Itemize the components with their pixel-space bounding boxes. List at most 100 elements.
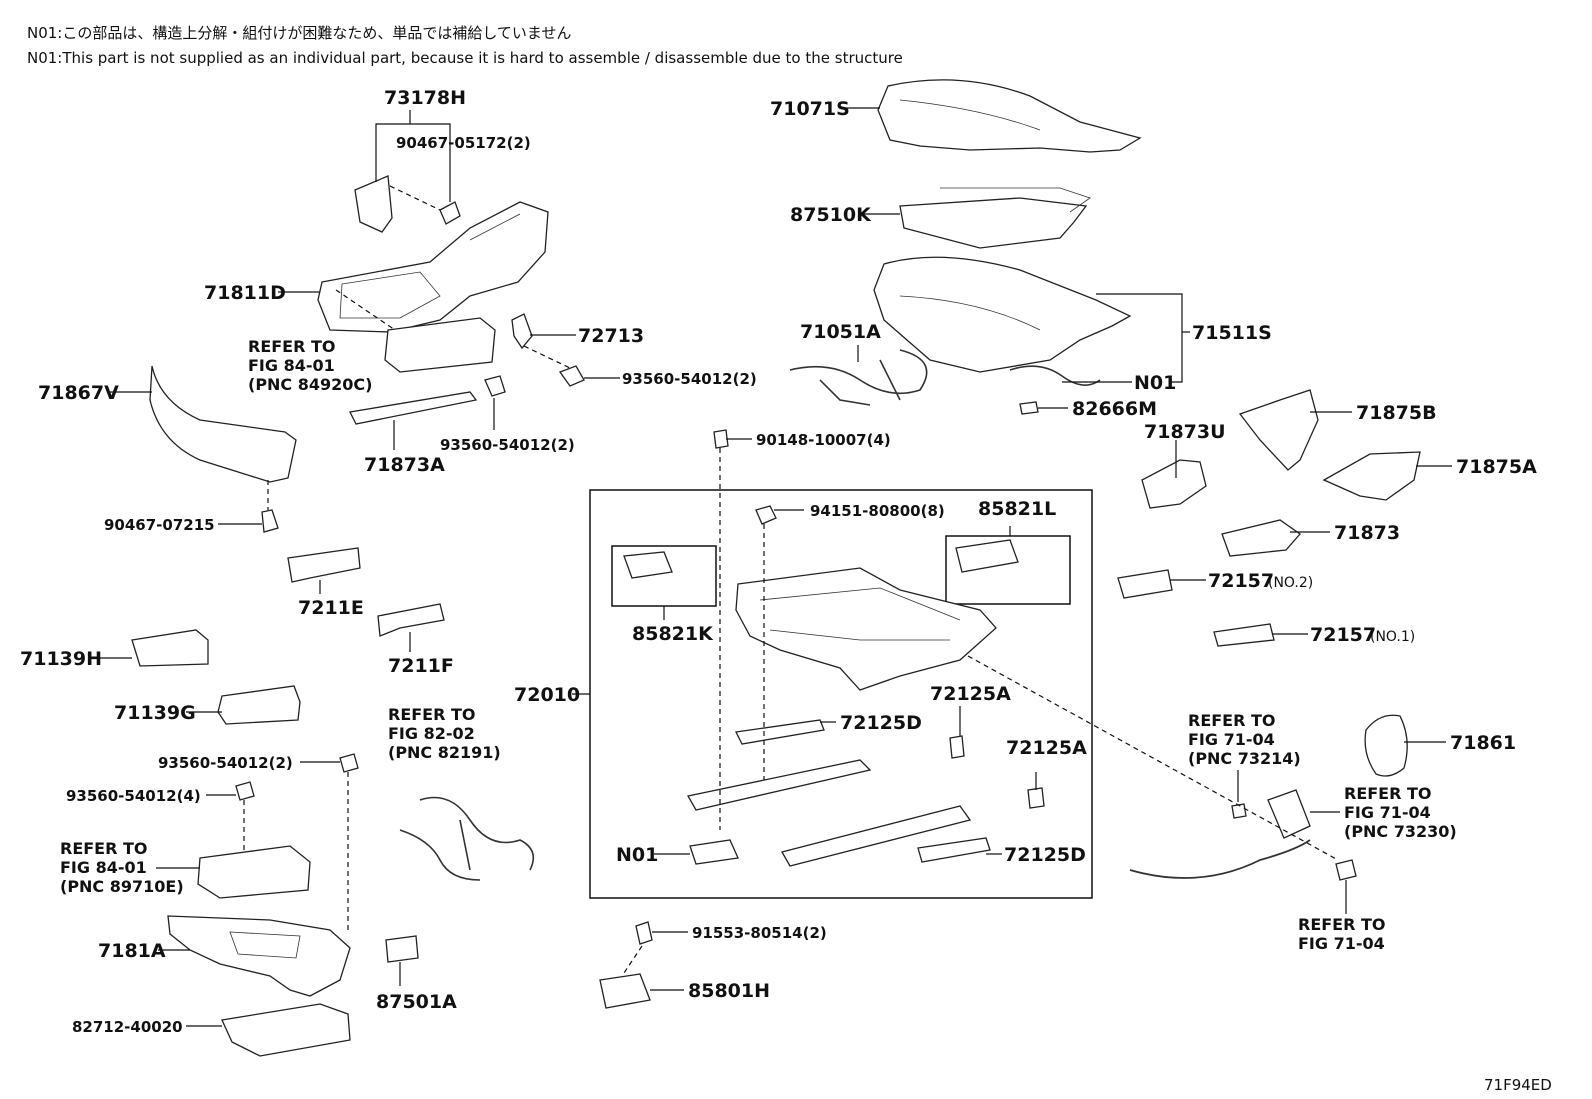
label-85821K[interactable]: 85821K xyxy=(632,623,714,645)
part-72157-no1[interactable] xyxy=(1213,623,1275,647)
ref-82-02-line2[interactable]: FIG 82-02 xyxy=(388,724,475,743)
label-72157-no1[interactable]: 72157 xyxy=(1310,624,1376,646)
label-94151-80800[interactable]: 94151-80800(8) xyxy=(810,502,945,520)
label-93560-54012-c[interactable]: 93560-54012(2) xyxy=(158,754,293,772)
part-seat-frame[interactable] xyxy=(735,567,997,691)
label-90467-05172[interactable]: 90467-05172(2) xyxy=(396,134,531,152)
part-71875B-cover[interactable] xyxy=(1238,389,1319,471)
part-switch-module[interactable] xyxy=(384,317,496,373)
part-screw-93560-d[interactable] xyxy=(235,781,255,801)
label-82712-40020[interactable]: 82712-40020 xyxy=(72,1018,183,1036)
part-seat-rail-right[interactable] xyxy=(781,805,972,867)
label-85821L[interactable]: 85821L xyxy=(978,498,1056,520)
label-72713[interactable]: 72713 xyxy=(578,325,644,347)
label-72125A-b[interactable]: 72125A xyxy=(1006,737,1087,759)
label-82666M[interactable]: 82666M xyxy=(1072,398,1157,420)
label-87510K[interactable]: 87510K xyxy=(790,204,872,226)
part-71051A-harness[interactable] xyxy=(789,349,928,406)
part-7211F-cover[interactable] xyxy=(377,603,445,637)
part-72125D-a[interactable] xyxy=(735,719,825,745)
part-7211E-cover[interactable] xyxy=(287,547,361,583)
label-71139H[interactable]: 71139H xyxy=(20,648,102,670)
label-71873U[interactable]: 71873U xyxy=(1144,421,1226,443)
ref-84-01-b-line2[interactable]: FIG 84-01 xyxy=(60,858,147,877)
label-72157-no1-suffix: (NO.1) xyxy=(1370,629,1415,645)
label-71861[interactable]: 71861 xyxy=(1450,732,1516,754)
ref-71-04-a-line2[interactable]: FIG 71-04 xyxy=(1188,730,1275,749)
label-n01-b[interactable]: N01 xyxy=(616,844,658,866)
label-7211E[interactable]: 7211E xyxy=(298,597,364,619)
part-screw-93560-a[interactable] xyxy=(558,365,585,387)
label-72125D-a[interactable]: 72125D xyxy=(840,712,922,734)
part-buckle-cap[interactable] xyxy=(1335,859,1357,881)
label-91553-80514[interactable]: 91553-80514(2) xyxy=(692,924,827,942)
part-71873U-bracket[interactable] xyxy=(1141,459,1207,509)
label-7211F[interactable]: 7211F xyxy=(388,655,454,677)
part-73178H-cover[interactable] xyxy=(354,175,393,233)
ref-71-04-b-line2[interactable]: FIG 71-04 xyxy=(1344,803,1431,822)
label-90467-07215[interactable]: 90467-07215 xyxy=(104,516,215,534)
part-71811D-shield[interactable] xyxy=(317,201,549,333)
label-71051A[interactable]: 71051A xyxy=(800,321,881,343)
label-71511S[interactable]: 71511S xyxy=(1192,322,1272,344)
label-72010[interactable]: 72010 xyxy=(514,684,580,706)
part-90467-07215-clip[interactable] xyxy=(261,509,279,533)
part-85821L-motor[interactable] xyxy=(955,539,1019,573)
part-71867V-trim[interactable] xyxy=(149,365,297,483)
part-wire-harness-82191[interactable] xyxy=(399,796,535,881)
part-71139G-cover[interactable] xyxy=(217,685,301,725)
part-87510K-heater[interactable] xyxy=(899,197,1088,249)
label-90148-10007[interactable]: 90148-10007(4) xyxy=(756,431,891,449)
part-82666M-connector[interactable] xyxy=(1019,401,1039,415)
label-93560-54012-a[interactable]: 93560-54012(2) xyxy=(622,370,757,388)
part-7181A-cover[interactable] xyxy=(167,915,351,997)
part-87501A-block[interactable] xyxy=(385,935,419,963)
part-71873A-bracket[interactable] xyxy=(349,391,478,425)
part-72125A-b[interactable] xyxy=(1027,787,1045,809)
part-seat-belt-buckle[interactable] xyxy=(1267,789,1311,839)
label-71139G[interactable]: 71139G xyxy=(114,702,196,724)
label-93560-54012-d[interactable]: 93560-54012(4) xyxy=(66,787,201,805)
part-71875A-cover[interactable] xyxy=(1322,451,1421,501)
part-72157-no2[interactable] xyxy=(1117,569,1173,599)
label-71873A[interactable]: 71873A xyxy=(364,454,445,476)
label-71875A[interactable]: 71875A xyxy=(1456,456,1537,478)
part-72125A-a[interactable] xyxy=(949,735,965,759)
part-n01-motor[interactable] xyxy=(689,839,739,865)
label-71875B[interactable]: 71875B xyxy=(1356,402,1437,424)
label-71873[interactable]: 71873 xyxy=(1334,522,1400,544)
label-93560-54012-b[interactable]: 93560-54012(2) xyxy=(440,436,575,454)
part-screw-93560-c[interactable] xyxy=(339,753,359,773)
part-seat-rail-left[interactable] xyxy=(686,759,872,811)
ref-84-01-a-line2[interactable]: FIG 84-01 xyxy=(248,356,335,375)
part-82712-40020-cover[interactable] xyxy=(221,1003,351,1057)
label-n01-a[interactable]: N01 xyxy=(1134,372,1176,394)
part-90467-05172-clip[interactable] xyxy=(439,201,461,225)
label-73178H[interactable]: 73178H xyxy=(384,87,466,109)
label-71811D[interactable]: 71811D xyxy=(204,282,286,304)
part-72125D-b[interactable] xyxy=(917,837,991,863)
part-71139H-cover[interactable] xyxy=(131,629,209,667)
part-90148-10007-bolt[interactable] xyxy=(713,429,729,449)
ref-71-04-c-line2[interactable]: FIG 71-04 xyxy=(1298,934,1385,953)
part-71861-cover[interactable] xyxy=(1364,714,1408,777)
part-72713-knob[interactable] xyxy=(511,313,533,350)
part-71071S-seat-cover[interactable] xyxy=(877,79,1142,153)
part-91553-80514-bolt[interactable] xyxy=(635,921,653,945)
label-7181A[interactable]: 7181A xyxy=(98,940,166,962)
part-71873-bracket[interactable] xyxy=(1221,519,1301,557)
label-87501A[interactable]: 87501A xyxy=(376,991,457,1013)
part-screw-93560-b[interactable] xyxy=(484,375,506,397)
label-72125A-a[interactable]: 72125A xyxy=(930,683,1011,705)
part-ecu-module[interactable] xyxy=(197,845,311,899)
label-72125D-b[interactable]: 72125D xyxy=(1004,844,1086,866)
label-72157-no2[interactable]: 72157 xyxy=(1208,570,1274,592)
part-94151-80800-nut[interactable] xyxy=(755,505,777,525)
label-71867V[interactable]: 71867V xyxy=(38,382,119,404)
part-73214-ring[interactable] xyxy=(1231,803,1247,819)
part-85821K-motor[interactable] xyxy=(623,551,673,579)
part-n01-sensor-wire[interactable] xyxy=(1009,365,1101,386)
label-71071S[interactable]: 71071S xyxy=(770,98,850,120)
label-85801H[interactable]: 85801H xyxy=(688,980,770,1002)
part-85801H-module[interactable] xyxy=(599,973,651,1009)
